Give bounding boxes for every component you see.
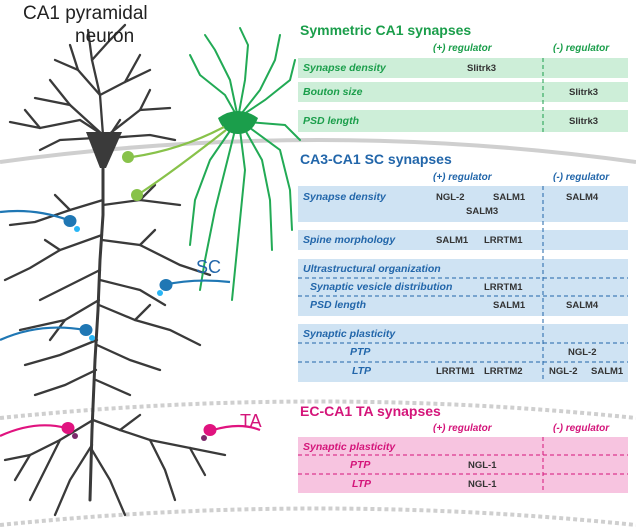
symmetric-cell: Slitrk3 [569, 87, 599, 98]
sc-cell: NGL-2 [549, 366, 578, 377]
layer-boundary-bottom [0, 506, 636, 527]
neuron-title-line1: CA1 pyramidal [23, 3, 148, 24]
ta-subrow-label: LTP [352, 478, 372, 490]
sc-cell: LRRTM1 [436, 366, 475, 377]
ta-axons [0, 424, 261, 438]
symmetric-pos-header: (+) regulator [433, 43, 492, 54]
sc-ultrastructural-box [298, 259, 628, 316]
symmetric-row-label: Bouton size [303, 86, 363, 98]
symmetric-cell: Slitrk3 [467, 63, 497, 74]
sc-cell: LRRTM1 [484, 235, 523, 246]
sc-subrow-label: Synaptic vesicle distribution [310, 281, 453, 293]
sc-subrow-label: PTP [350, 346, 371, 358]
ta-row-label: Synaptic plasticity [303, 441, 396, 453]
sc-subrow-label: LTP [352, 365, 372, 377]
ta-boutons [61, 422, 217, 441]
ta-subrow-label: PTP [350, 459, 371, 471]
sc-title: CA3-CA1 SC synapses [300, 151, 452, 167]
interneuron-bouton-dendrite [131, 189, 143, 201]
sc-cell: SALM1 [493, 192, 526, 203]
ta-plasticity-box [298, 437, 628, 493]
symmetric-row [298, 110, 628, 132]
layer-boundary-middle [0, 399, 636, 420]
sc-row-label: Spine morphology [303, 234, 396, 246]
symmetric-row-label: Synapse density [303, 62, 386, 74]
interneuron-bouton-soma [122, 151, 134, 163]
sc-cell: SALM3 [466, 206, 499, 217]
symmetric-title: Symmetric CA1 synapses [300, 22, 472, 38]
neuron-title-line2: neuron [75, 26, 135, 47]
interneuron-dendrites [189, 27, 301, 301]
sc-row-label: Ultrastructural organization [303, 263, 441, 275]
sc-plasticity-box [298, 324, 628, 382]
sc-cell: SALM4 [566, 300, 599, 311]
sc-cell: SALM1 [493, 300, 526, 311]
sc-cell: LRRTM1 [484, 282, 523, 293]
symmetric-neg-header: (-) regulator [553, 43, 610, 54]
ta-title: EC-CA1 TA synapses [300, 403, 441, 419]
ta-pathway-label: TA [240, 411, 262, 431]
interneuron-axons [131, 126, 227, 193]
sc-cell: SALM4 [566, 192, 599, 203]
sc-row-label: Synaptic plasticity [303, 328, 396, 340]
ta-pos-header: (+) regulator [433, 423, 492, 434]
symmetric-row [298, 58, 628, 78]
sc-synapse-density-box [298, 186, 628, 222]
symmetric-cell: Slitrk3 [569, 116, 599, 127]
sc-subrow-label: PSD length [310, 299, 367, 311]
sc-cell: LRRTM2 [484, 366, 523, 377]
ta-neg-header: (-) regulator [553, 423, 610, 434]
sc-neg-header: (-) regulator [553, 172, 610, 183]
symmetric-row [298, 82, 628, 102]
sc-pos-header: (+) regulator [433, 172, 492, 183]
pyramidal-dendrites [3, 23, 227, 517]
sc-cell: SALM1 [591, 366, 624, 377]
sc-cell: NGL-2 [568, 347, 597, 358]
layer-boundary-top [0, 138, 636, 164]
sc-row-label: Synapse density [303, 191, 386, 203]
ta-cell: NGL-1 [468, 460, 497, 471]
sc-spine-morphology-box [298, 230, 628, 250]
ta-cell: NGL-1 [468, 479, 497, 490]
pyramidal-soma [86, 132, 122, 168]
sc-cell: SALM1 [436, 235, 469, 246]
interneuron-soma [218, 111, 258, 134]
symmetric-row-label: PSD length [303, 115, 360, 127]
sc-pathway-label: SC [196, 257, 222, 277]
sc-boutons [63, 215, 173, 341]
sc-cell: NGL-2 [436, 192, 465, 203]
